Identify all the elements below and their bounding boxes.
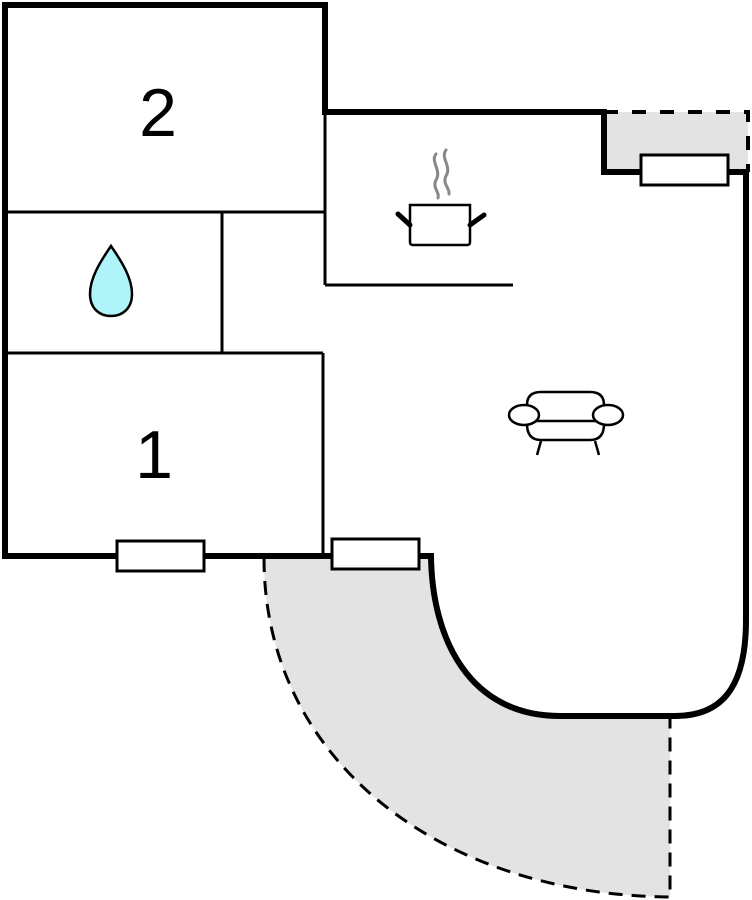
terrace-bottom — [264, 558, 670, 897]
window-living-top — [639, 153, 730, 187]
exterior-wall — [2, 2, 749, 719]
armchair-icon — [507, 390, 625, 456]
window-room1 — [115, 539, 206, 573]
room-label-1: 1 — [135, 417, 173, 493]
interior-walls — [5, 112, 513, 556]
terrace-top-right-edge — [604, 110, 750, 172]
cooking-pot-icon — [395, 148, 487, 247]
steam-icon — [432, 152, 440, 200]
terrace-bottom-edge — [262, 557, 672, 899]
window-living-bottom — [330, 537, 421, 571]
room-label-2: 2 — [139, 75, 177, 151]
water-drop-icon — [88, 243, 134, 318]
